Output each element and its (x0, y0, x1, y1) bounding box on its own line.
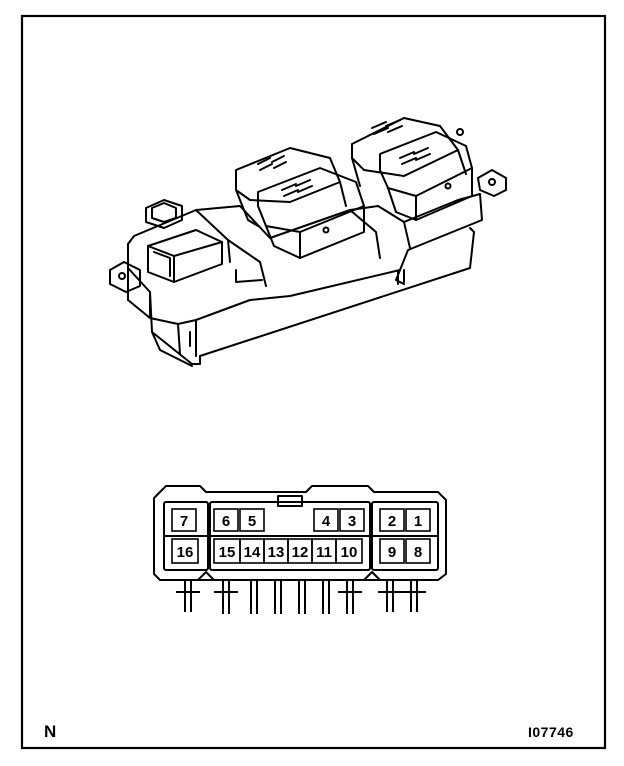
pin-label: 15 (219, 544, 236, 561)
pin-cell (213, 508, 239, 532)
figure-border (20, 14, 607, 750)
pin-cell (171, 538, 199, 564)
pin-cell (171, 508, 197, 532)
pin-label: 7 (180, 513, 188, 530)
pin-label: 14 (244, 544, 261, 561)
figure-code-label: I07746 (528, 724, 574, 740)
pin-cell (313, 508, 339, 532)
pin-cell (339, 508, 365, 532)
pin-cell (239, 508, 265, 532)
pin-label: 12 (292, 544, 309, 561)
pin-label: 13 (268, 544, 285, 561)
pin-label: 1 (414, 513, 422, 530)
pin-cell (379, 508, 405, 532)
pin-label: 10 (341, 544, 358, 561)
pin-label: 5 (248, 513, 256, 530)
pin-label: 2 (388, 513, 396, 530)
pin-cell (379, 538, 405, 564)
pin-label: 6 (222, 513, 230, 530)
pin-cell (405, 538, 431, 564)
master-switch-illustration (109, 117, 507, 367)
pin-label: 8 (414, 544, 422, 561)
connector-top-row: 7 6 5 4 3 2 1 (171, 508, 431, 532)
pin-label: 9 (388, 544, 396, 561)
pin-label: 3 (348, 513, 356, 530)
pin-label: 16 (177, 544, 194, 561)
connector-illustration (153, 485, 447, 614)
connector-bottom-row: 16 15 14 13 12 11 10 9 8 (171, 538, 431, 564)
pin-label: 11 (316, 544, 332, 561)
view-marker-label: N (44, 722, 57, 741)
pin-cell (405, 508, 431, 532)
pin-cell (335, 538, 363, 564)
pin-label: 4 (322, 513, 331, 530)
